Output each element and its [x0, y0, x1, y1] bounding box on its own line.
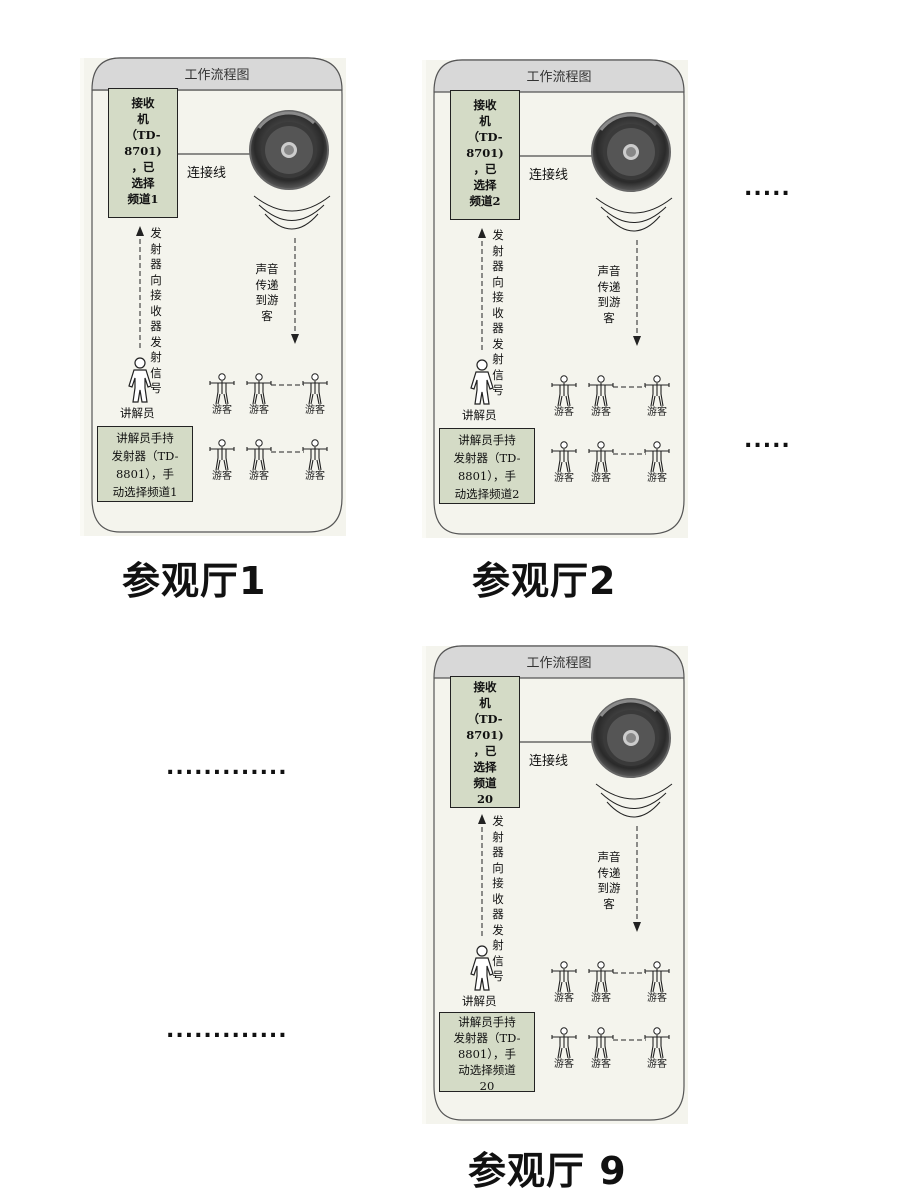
visitor-icon — [246, 439, 272, 471]
visitor-label: 游客 — [249, 469, 269, 482]
guide-label: 讲解员 — [120, 406, 155, 420]
visitor-icon — [644, 441, 670, 473]
hall-title: 参观厅 9 — [468, 1149, 627, 1193]
visitor-icon — [209, 439, 235, 471]
ellipsis: ............. — [166, 755, 288, 780]
signal-label: 发 射器 向接 收器 发射 信号 — [150, 226, 162, 395]
sound-label: 声音 传递 到游 客 — [597, 264, 621, 325]
visitor-label: 游客 — [249, 403, 269, 416]
visitor-label: 游客 — [647, 1057, 667, 1070]
visitor-icon — [551, 1027, 577, 1059]
hall-title: 参观厅1 — [122, 559, 267, 603]
visitor-label: 游客 — [647, 405, 667, 418]
receiver-box: 接收 机 （TD- 8701) ，已 选择 频道2 — [450, 90, 520, 220]
visitor-label: 游客 — [305, 403, 325, 416]
visitor-label: 游客 — [591, 405, 611, 418]
visitor-icon — [302, 373, 328, 405]
speaker-icon — [248, 109, 330, 191]
connection-label: 连接线 — [187, 166, 227, 181]
visitor-icon — [551, 375, 577, 407]
flowchart-frame: 工作流程图 游客 游客 游客 游客 游客 游客 — [433, 645, 685, 1121]
visitor-icon — [551, 961, 577, 993]
transmitter-box: 讲解员手持 发射器（TD- 8801），手 动选择频道2 — [439, 428, 535, 504]
visitor-label: 游客 — [305, 469, 325, 482]
visitor-icon — [588, 441, 614, 473]
card-title: 工作流程图 — [184, 68, 249, 83]
panel-hall-9: 工作流程图 游客 游客 游客 游客 游客 游客 接收 机 （TD- 8701) … — [426, 645, 688, 1124]
visitor-icon — [644, 961, 670, 993]
card-title: 工作流程图 — [526, 656, 591, 671]
visitor-icon — [246, 373, 272, 405]
speaker-icon — [590, 697, 672, 779]
speaker-icon — [590, 111, 672, 193]
visitor-icon — [588, 375, 614, 407]
visitor-label: 游客 — [554, 991, 574, 1004]
visitor-icon — [588, 1027, 614, 1059]
ellipsis: ..... — [744, 176, 791, 201]
guide-label: 讲解员 — [462, 994, 497, 1008]
panel-hall-1: 工作流程图 游客 游客 游客 游客 游客 游客 接收 机 （TD- 8701) … — [84, 57, 346, 536]
sound-label: 声音 传递 到游 客 — [255, 262, 279, 323]
transmitter-box: 讲解员手持 发射器（TD- 8801），手 动选择频道 20 — [439, 1012, 535, 1093]
visitor-label: 游客 — [212, 403, 232, 416]
guide-label: 讲解员 — [462, 408, 497, 422]
transmitter-box: 讲解员手持 发射器（TD- 8801），手 动选择频道1 — [97, 426, 193, 502]
ellipsis: ............. — [166, 1018, 288, 1043]
signal-label: 发 射器 向接 收器 发射 信号 — [492, 814, 504, 983]
ellipsis: ..... — [744, 428, 791, 453]
flowchart-frame: 工作流程图 游客 游客 游客 游客 游客 游客 — [433, 59, 685, 535]
visitor-label: 游客 — [591, 1057, 611, 1070]
signal-label: 发 射器 向接 收器 发射 信号 — [492, 228, 504, 397]
flowchart-frame: 工作流程图 游客 游客 游客 游客 游客 游客 — [91, 57, 343, 533]
visitor-icon — [551, 441, 577, 473]
panel-hall-2: 工作流程图 游客 游客 游客 游客 游客 游客 接收 机 （TD- 8701) … — [426, 59, 688, 538]
visitor-label: 游客 — [554, 471, 574, 484]
visitor-icon — [644, 375, 670, 407]
receiver-box: 接收 机 （TD- 8701) ，已 选择 频道1 — [108, 88, 178, 218]
visitor-label: 游客 — [591, 991, 611, 1004]
visitor-icon — [209, 373, 235, 405]
connection-label: 连接线 — [529, 754, 569, 769]
visitor-label: 游客 — [554, 1057, 574, 1070]
visitor-label: 游客 — [591, 471, 611, 484]
visitor-label: 游客 — [554, 405, 574, 418]
card-title: 工作流程图 — [526, 70, 591, 85]
visitor-label: 游客 — [647, 991, 667, 1004]
hall-title: 参观厅2 — [472, 559, 617, 603]
visitor-label: 游客 — [212, 469, 232, 482]
receiver-box: 接收 机 （TD- 8701) ，已 选择 频道 20 — [450, 676, 520, 808]
visitor-label: 游客 — [647, 471, 667, 484]
visitor-icon — [644, 1027, 670, 1059]
connection-label: 连接线 — [529, 168, 569, 183]
visitor-icon — [302, 439, 328, 471]
sound-label: 声音 传递 到游 客 — [597, 850, 621, 911]
visitor-icon — [588, 961, 614, 993]
